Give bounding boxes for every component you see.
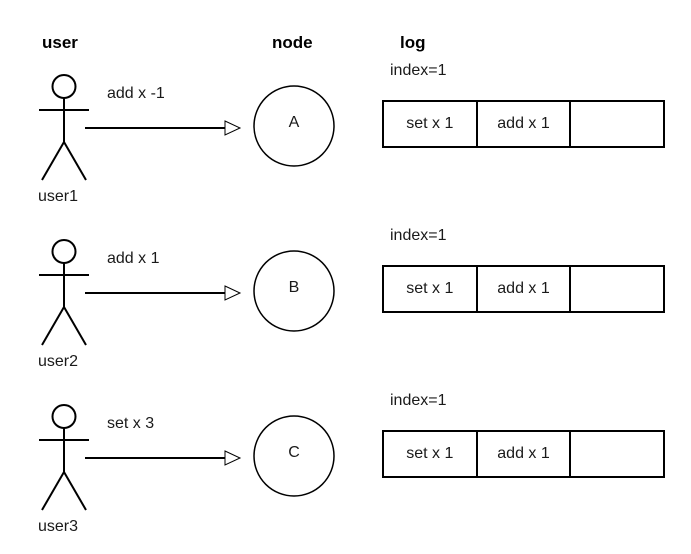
log-index-label: index=1	[390, 392, 447, 409]
stick-figure-icon	[39, 74, 89, 181]
log-cell: set x 1	[384, 102, 478, 146]
node-circle-icon	[253, 415, 335, 497]
log-cell: add x 1	[478, 267, 572, 311]
log-cell-empty	[571, 102, 663, 146]
log-cell: add x 1	[478, 432, 572, 476]
actor-label: user3	[38, 518, 79, 535]
edge-label: add x -1	[107, 85, 165, 102]
log-cell-empty	[571, 432, 663, 476]
log-cell: set x 1	[384, 267, 478, 311]
log-cell: set x 1	[384, 432, 478, 476]
node-circle-icon	[253, 250, 335, 332]
log-index-label: index=1	[390, 62, 447, 79]
column-header-log: log	[400, 33, 426, 52]
arrow-right-icon	[85, 285, 242, 301]
column-header-user: user	[42, 33, 78, 52]
node-letter: A	[288, 114, 300, 131]
log-table: set x 1 add x 1	[382, 100, 665, 148]
node-circle-icon	[253, 85, 335, 167]
node-letter: C	[288, 444, 300, 461]
log-cell: add x 1	[478, 102, 572, 146]
log-table: set x 1 add x 1	[382, 265, 665, 313]
edge-label: set x 3	[107, 415, 155, 432]
actor-label: user1	[38, 188, 79, 205]
node-letter: B	[288, 279, 300, 296]
diagram-row: user1 add x -1 A index=1 set x 1 add x 1	[0, 0, 691, 205]
column-header-node: node	[272, 33, 313, 52]
arrow-right-icon	[85, 450, 242, 466]
diagram-row: user2 add x 1 B index=1 set x 1 add x 1	[0, 165, 691, 370]
actor-label: user2	[38, 353, 79, 370]
stick-figure-icon	[39, 404, 89, 511]
diagram-row: user3 set x 3 C index=1 set x 1 add x 1	[0, 330, 691, 535]
log-table: set x 1 add x 1	[382, 430, 665, 478]
log-cell-empty	[571, 267, 663, 311]
edge-label: add x 1	[107, 250, 160, 267]
arrow-right-icon	[85, 120, 242, 136]
log-index-label: index=1	[390, 227, 447, 244]
stick-figure-icon	[39, 239, 89, 346]
